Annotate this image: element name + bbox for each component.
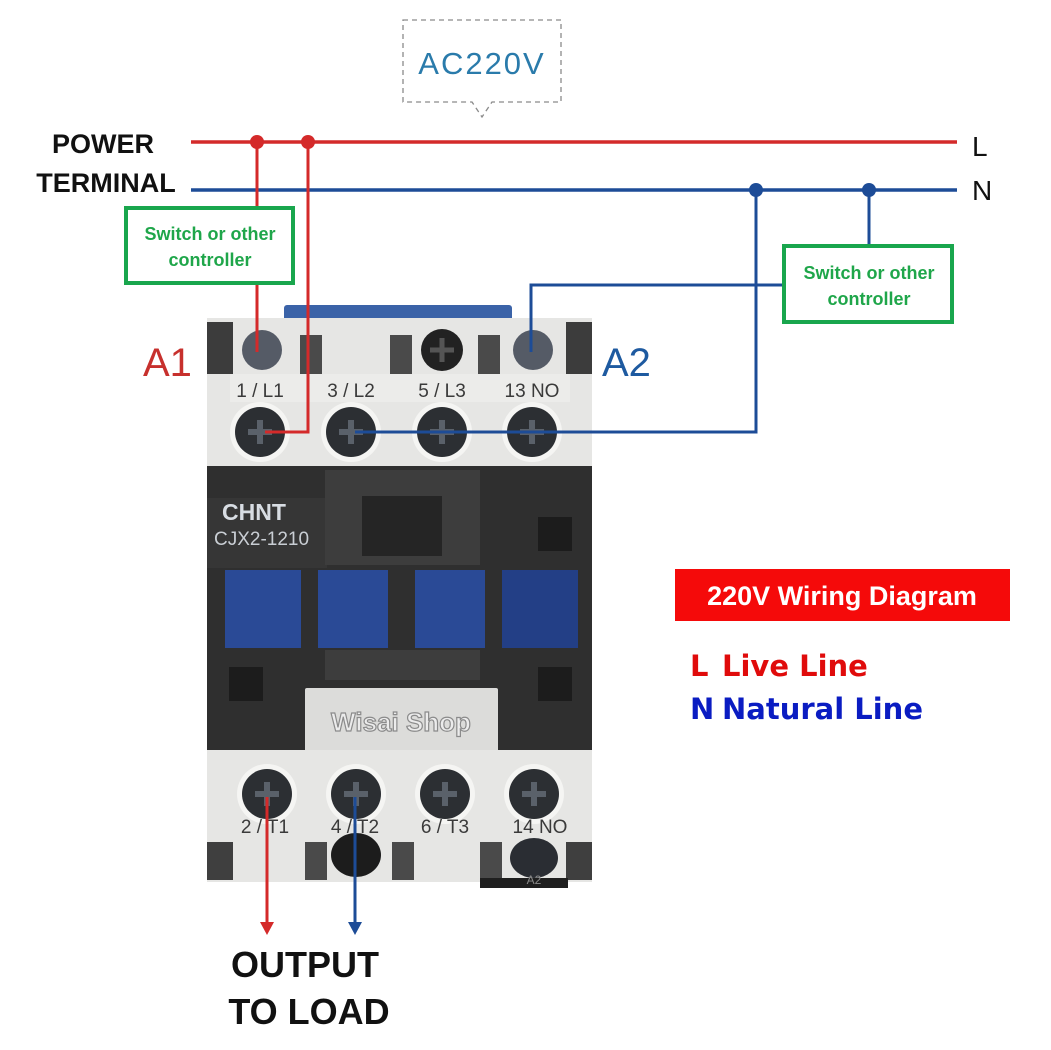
arrow-down-icon (260, 922, 274, 935)
legend-banner (675, 569, 1010, 621)
clip-tab (207, 842, 233, 880)
neutral-bus-label: N (972, 175, 992, 206)
screw-slots (255, 782, 546, 806)
center-window (362, 496, 442, 556)
contactor: 1 / L1 3 / L2 5 / L3 13 NO CHNT CJX2-121… (207, 305, 592, 888)
legend-label-live: Live Line (722, 649, 868, 683)
body-slot (538, 667, 572, 701)
controller-left-line1: Switch or other (144, 224, 275, 244)
clip-tab (300, 335, 322, 375)
body-slot (229, 667, 263, 701)
clip-tab (207, 322, 233, 374)
legend-label-neutral: Natural Line (722, 692, 923, 726)
watermark-plate (305, 688, 498, 754)
body-slot (538, 517, 572, 551)
wire-controller-to-a2 (529, 283, 784, 352)
live-junction-2 (301, 135, 315, 149)
bottom-coil-mark: A2 (527, 873, 542, 887)
contact-block-4 (502, 570, 578, 648)
base-rail (480, 878, 568, 888)
controller-right-line2: controller (827, 289, 910, 309)
terminal-label-6-T3: 6 / T3 (421, 817, 469, 838)
coil-label-a2: A2 (602, 341, 651, 385)
coil-screw-a2 (513, 330, 553, 370)
clip-tab (390, 335, 412, 375)
terminal-label-3-L2: 3 / L2 (327, 381, 375, 402)
model-number: CJX2-1210 (214, 529, 309, 550)
label-strip (230, 374, 570, 402)
terminal-label-14-NO: 14 NO (513, 817, 568, 838)
neutral-wires (355, 183, 876, 434)
live-wires (250, 135, 315, 434)
legend: 220V Wiring Diagram L Live Line N Natura… (675, 569, 1010, 726)
body-panel (207, 498, 327, 568)
contact-block-2 (318, 570, 388, 648)
callout-text: AC220V (418, 46, 545, 81)
legend-key-neutral: N (690, 692, 714, 726)
controller-box-right (782, 244, 954, 324)
controller-left-line2: controller (168, 250, 251, 270)
wire-neutral-to-l2 (355, 190, 758, 434)
output-label-line1: OUTPUT (231, 944, 379, 985)
live-junction-1 (250, 135, 264, 149)
terminal-label-13-NO: 13 NO (505, 381, 560, 402)
power-terminal-label-line1: POWER (52, 129, 154, 159)
output-wires (260, 797, 362, 935)
controller-box-left (124, 206, 295, 285)
clip-tab (478, 335, 500, 375)
coil-label-a1: A1 (143, 341, 192, 385)
legend-key-live: L (690, 649, 708, 683)
controller-left: Switch or other controller (124, 206, 295, 285)
brand-logo: CHNT (222, 499, 286, 525)
controller-right: Switch or other controller (782, 244, 954, 324)
neutral-junction-2 (862, 183, 876, 197)
voltage-callout: AC220V (402, 19, 562, 119)
terminal-label-5-L3: 5 / L3 (418, 381, 466, 402)
power-terminal-label-line2: TERMINAL (36, 168, 175, 198)
clip-tab (305, 842, 327, 880)
terminal-label-1-L1: 1 / L1 (236, 381, 284, 402)
live-bus-label: L (972, 131, 988, 162)
clip-tab (480, 842, 502, 880)
coil-screw-a1 (242, 330, 282, 370)
contact-block-3 (415, 570, 485, 648)
callout-bubble (402, 19, 562, 119)
terminal-label-2-T1: 2 / T1 (241, 817, 289, 838)
lower-frame (325, 650, 480, 680)
clip-tab (392, 842, 414, 880)
controller-right-line1: Switch or other (803, 263, 934, 283)
clip-tab (566, 842, 592, 880)
arrow-down-icon (348, 922, 362, 935)
clip-tab (566, 322, 592, 374)
legend-title: 220V Wiring Diagram (707, 581, 977, 611)
neutral-junction-1 (749, 183, 763, 197)
contact-block-1 (225, 570, 301, 648)
coil-screw-a2-bottom (510, 838, 558, 878)
output-label-line2: TO LOAD (228, 991, 389, 1032)
screw-slot (430, 338, 454, 362)
bottom-screws (237, 764, 564, 824)
watermark-text: Wisai Shop (331, 707, 471, 737)
wire-live-to-l1 (265, 142, 310, 434)
